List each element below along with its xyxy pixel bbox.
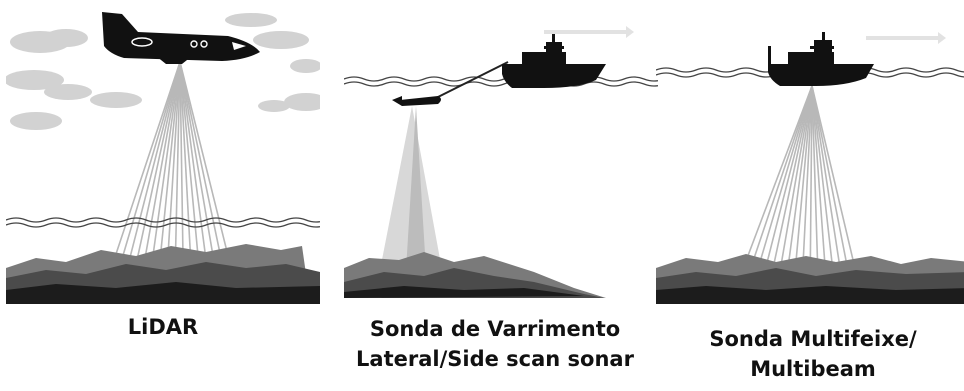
caption-line: LiDAR <box>127 315 199 339</box>
water-surface <box>344 76 658 87</box>
lidar-caption: LiDAR <box>6 312 320 342</box>
towfish-icon <box>392 96 441 106</box>
direction-arrow <box>544 26 634 38</box>
seafloor-terrain <box>344 252 606 298</box>
seafloor-terrain <box>656 254 964 304</box>
water-surface <box>6 217 320 228</box>
direction-arrow <box>866 32 946 44</box>
multibeam-illustration <box>656 32 964 304</box>
seafloor-terrain <box>6 244 320 304</box>
side-scan-caption: Sonda de Varrimento Lateral/Side scan so… <box>330 314 660 374</box>
lidar-illustration <box>6 12 320 304</box>
tow-cable <box>435 61 509 99</box>
multibeam-caption: Sonda Multifeixe/ Multibeam <box>656 324 964 384</box>
airplane-icon <box>102 12 260 64</box>
boat-icon <box>768 32 874 86</box>
clouds <box>6 13 320 130</box>
caption-line: Sonda Multifeixe/ <box>709 327 917 351</box>
caption-line: Sonda de Varrimento <box>369 317 621 341</box>
boat-icon <box>502 34 606 88</box>
side-scan-panel <box>344 6 658 304</box>
lidar-panel <box>6 6 320 304</box>
caption-line: Multibeam <box>750 357 876 381</box>
sonar-swath <box>380 106 442 270</box>
caption-line: Lateral/Side scan sonar <box>356 347 634 371</box>
side-scan-illustration <box>344 26 658 298</box>
multibeam-panel <box>656 6 964 304</box>
